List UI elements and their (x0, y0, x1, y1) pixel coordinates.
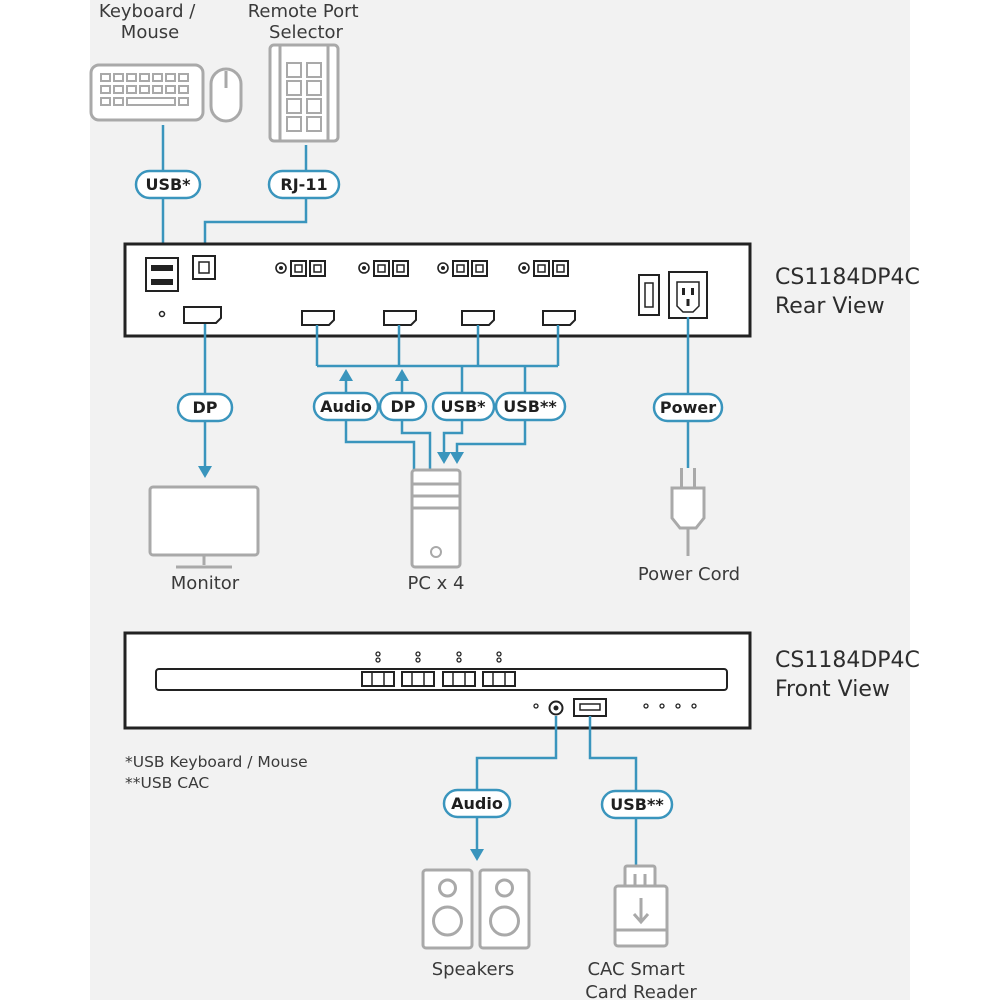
connection-label-usb-kbm: USB* (134, 169, 202, 200)
usb-console-ports (145, 257, 179, 292)
connection-label-text: DP (390, 397, 415, 416)
connection-label-power: Power (652, 392, 724, 423)
keyboard-icon (89, 63, 205, 122)
monitor-device: Monitor (148, 485, 260, 594)
speakers-label-text: Speakers (432, 959, 515, 980)
connection-label-text: Power (660, 398, 716, 417)
pc-port-group-4 (518, 260, 569, 277)
power-plug-icon (670, 468, 706, 556)
front-panel-title: CS1184DP4C Front View (775, 648, 927, 702)
monitor-label-text: Monitor (171, 573, 240, 594)
connection-label-text: USB* (440, 397, 486, 416)
keyboard-mouse-device: Keyboard / Mouse (89, 1, 243, 123)
speakers-icon (421, 868, 531, 950)
rj11-port (192, 255, 216, 280)
keyboard-mouse-label-line: Keyboard / (99, 1, 196, 22)
cac-reader-label: CAC Smart Card Reader (585, 959, 697, 1000)
connection-label-text: Audio (451, 794, 503, 813)
connection-label-rj11: RJ-11 (267, 169, 341, 200)
front-status-leds (643, 703, 697, 709)
rear-panel-view: Rear View (775, 294, 885, 319)
front-panel (123, 631, 752, 730)
monitor-icon (148, 485, 260, 569)
rear-panel-model: CS1184DP4C (775, 265, 920, 290)
port-selection-leds (375, 651, 502, 663)
cac-reader-label-line: Card Reader (585, 982, 697, 1000)
connection-label-dp-pc: DP (378, 391, 428, 422)
connection-label-audio-pc: Audio (312, 391, 380, 422)
connection-label-usb-cac-pc: USB** (494, 391, 567, 422)
power-cord-label-text: Power Cord (638, 564, 740, 585)
cac-reader-label-line: CAC Smart (587, 959, 684, 980)
footnote-usb-kbm-text: *USB Keyboard / Mouse (125, 753, 308, 771)
smart-card-reader-icon (613, 864, 669, 948)
connection-label-usb-front: USB** (600, 789, 674, 820)
port-selection-buttons (361, 671, 516, 687)
front-panel-view: Front View (775, 677, 890, 702)
connection-label-text: USB** (503, 397, 557, 416)
power-switch (638, 274, 660, 316)
front-audio-jack (548, 700, 564, 716)
footnote-usb-cac-text: **USB CAC (125, 774, 209, 792)
remote-port-selector-device: Remote Port Selector (248, 1, 365, 143)
connection-label-usb-pc: USB* (431, 391, 496, 422)
power-socket (668, 271, 708, 319)
front-panel-model: CS1184DP4C (775, 648, 920, 673)
keyboard-mouse-label: Keyboard / Mouse (99, 1, 201, 43)
connection-label-text: USB* (145, 175, 191, 194)
connection-label-audio-front: Audio (442, 788, 512, 819)
connection-label-text: RJ-11 (280, 175, 327, 194)
mouse-icon (209, 67, 243, 123)
speakers-device: Speakers (421, 868, 531, 980)
power-cord-device: Power Cord (638, 468, 740, 585)
keyboard-mouse-label-line: Mouse (121, 22, 179, 43)
remote-port-selector-label-line: Remote Port (248, 1, 359, 22)
pc-tower-icon (410, 468, 462, 569)
pc-label-text: PC x 4 (408, 573, 465, 594)
pc-port-group-3 (437, 260, 488, 277)
pc-dp-ports (301, 310, 576, 326)
connection-label-text: DP (192, 398, 217, 417)
front-usb-port (573, 698, 607, 717)
rear-panel-title: CS1184DP4C Rear View (775, 265, 927, 319)
pc-port-group-2 (358, 260, 409, 277)
rear-panel (123, 242, 752, 338)
cac-reader-device: CAC Smart Card Reader (585, 864, 697, 1000)
pc-device: PC x 4 (408, 468, 465, 594)
remote-port-selector-label: Remote Port Selector (248, 1, 365, 43)
connection-label-text: Audio (320, 397, 372, 416)
remote-port-selector-label-line: Selector (269, 22, 344, 43)
dp-console-port (183, 306, 222, 324)
connection-label-dp-monitor: DP (176, 392, 234, 423)
pc-port-group-1 (275, 260, 326, 277)
remote-port-selector-icon (268, 43, 340, 143)
connection-label-text: USB** (610, 795, 664, 814)
